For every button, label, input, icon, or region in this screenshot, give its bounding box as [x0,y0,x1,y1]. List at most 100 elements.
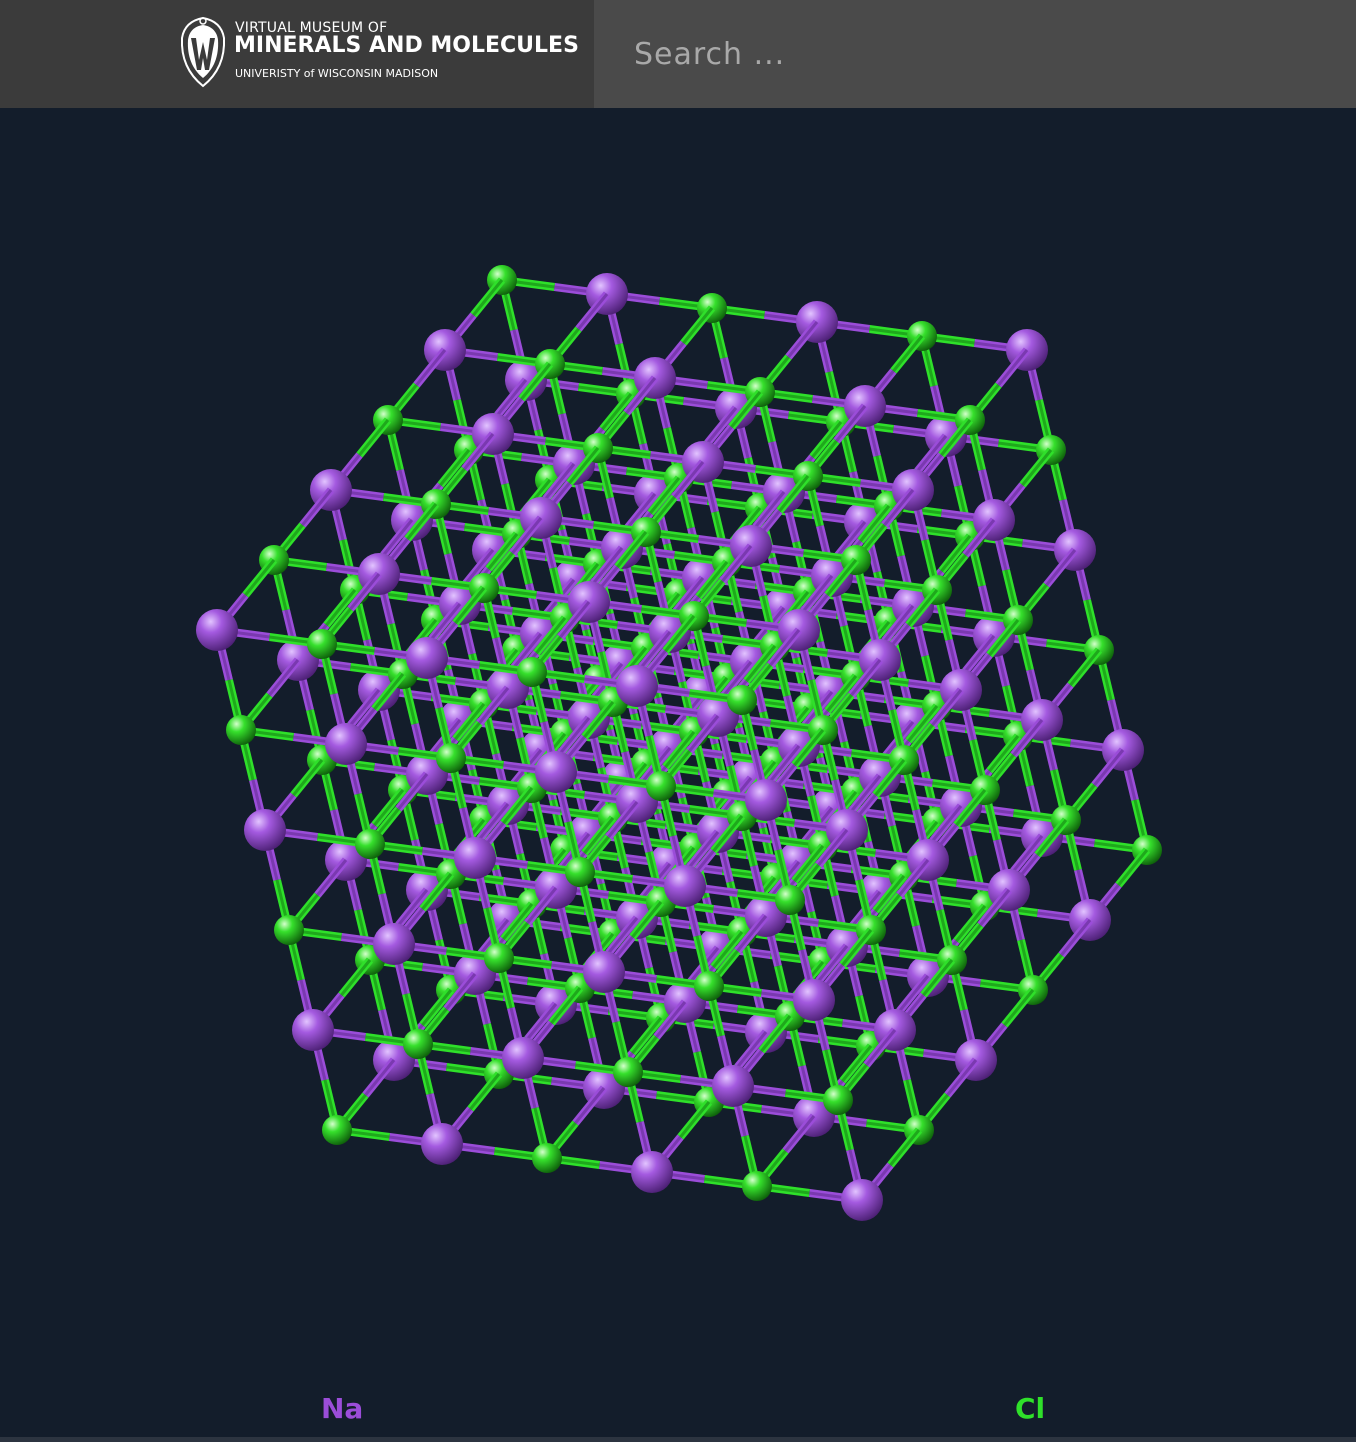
bond-shade [472,279,504,316]
bond-shade [592,547,624,584]
molecule-3d-viewer[interactable] [0,108,1356,1408]
bond-shade [292,759,324,796]
atom-cl [532,1143,562,1173]
atom-cl [742,1171,772,1201]
bond-shade [583,701,615,738]
bond-shade [736,1031,768,1068]
bond-shade [511,517,543,554]
atom-na [535,751,577,793]
bond-shade [1117,849,1149,886]
bond-shade [826,675,858,712]
bond-shade [439,449,471,486]
bond-shade [883,605,915,642]
bond-shade [754,491,786,528]
bond-shade [601,393,633,430]
bond-shade [793,729,825,766]
bond-shade [406,503,438,540]
bond-shade [535,617,567,654]
bond-shade [1003,989,1035,1026]
bond-shade [955,789,987,826]
bond-shade [421,873,453,910]
atom-cl [775,885,805,915]
atom-na [502,1037,544,1079]
bond-shade [760,1015,792,1052]
atom-na [583,951,625,993]
bond-shade [631,1017,663,1054]
bond-shade [1021,449,1053,486]
bond-shade [583,817,615,854]
legend-cl-label: Cl [1015,1392,1046,1425]
bond-shade [940,419,972,456]
bond-shade [349,573,381,610]
bond-shade [892,335,924,372]
bond-shade [430,603,462,640]
bond-shade [874,759,906,796]
atom-na [745,779,787,821]
brand-title-top: VIRTUAL MUSEUM OF [235,20,388,36]
bond-shade [1012,719,1044,756]
atom-cl [694,971,724,1001]
bond-shade [445,973,477,1010]
brand-title-main: MINERALS AND MOLECULES [234,33,579,58]
bond-shade [454,587,486,624]
bond-shade [793,845,825,882]
atom-na [454,837,496,879]
bond-shade [1069,649,1101,686]
atom-cl [226,715,256,745]
atom-na [244,809,286,851]
bond-shade [415,349,447,386]
bond-shade [502,903,534,940]
bond-shade [478,687,510,724]
atom-na [373,923,415,965]
bond-shade [946,1059,978,1096]
bond-shade [688,831,720,868]
bond-shade [325,589,357,626]
bond-shade [607,801,639,838]
bond-shade [907,589,939,626]
bond-shade [721,545,753,582]
bond-shade [778,475,810,512]
bond-shade [316,859,348,896]
bond-shade [907,705,939,742]
atom-na [325,723,367,765]
legend-na-label: Na [321,1392,364,1425]
bond-shade [988,735,1020,772]
atom-na [616,665,658,707]
bond-shade [478,803,510,840]
bond-shade [802,575,834,612]
bond-shade [712,815,744,852]
bond-shade [487,533,519,570]
atom-na [631,1151,673,1193]
site-logo[interactable]: VIRTUAL MUSEUM OF MINERALS AND MOLECULES… [0,0,594,108]
site-header: VIRTUAL MUSEUM OF MINERALS AND MOLECULES… [0,0,1356,108]
bond-shade [841,1045,873,1082]
bond-shade [625,493,657,530]
atom-cl [565,857,595,887]
bond-shade [826,559,858,596]
atom-cl [307,629,337,659]
nacl-lattice [196,265,1162,1221]
bond-shade [268,659,300,696]
bond-shade [631,901,663,938]
bond-shade [1045,549,1077,586]
atom-cl [436,743,466,773]
atom-cl [727,685,757,715]
bond-shade [835,405,867,442]
bond-shade [859,505,891,542]
bond-shade [655,1001,687,1038]
bond-shade [850,659,882,696]
bond-shade [769,745,801,782]
bond-shade [421,989,453,1026]
bond-shade [874,875,906,912]
atom-cl [823,1085,853,1115]
bond-shade [931,805,963,842]
bond-shade [568,447,600,484]
search-input[interactable] [594,0,1356,108]
bond-shade [1036,819,1068,856]
atom-na [196,609,238,651]
bond-shade [673,461,705,498]
atom-cl [355,829,385,859]
atom-cl [613,1057,643,1087]
uw-crest-icon [180,16,226,88]
bond-shade [526,887,558,924]
